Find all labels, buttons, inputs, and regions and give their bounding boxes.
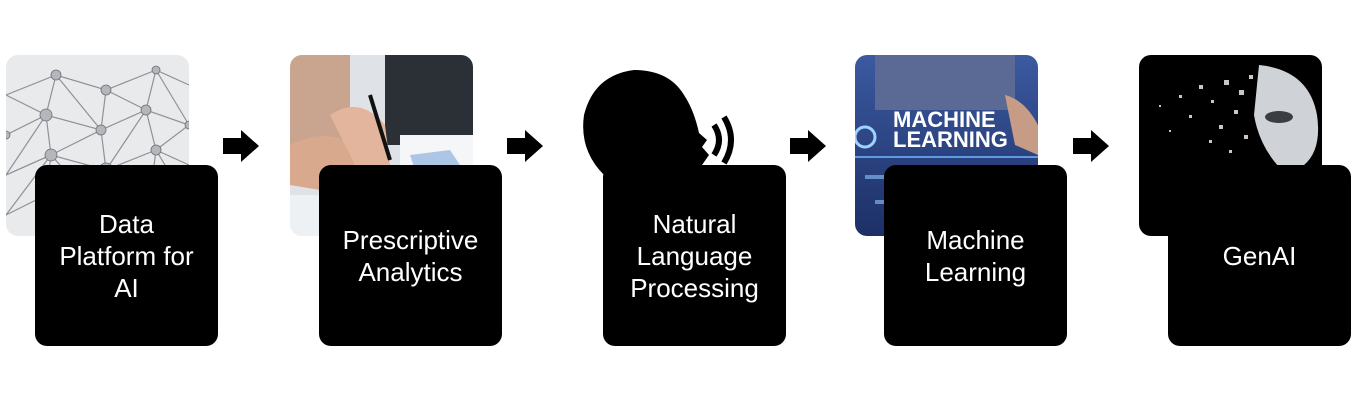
step-label: Data Platform for AI bbox=[59, 208, 194, 303]
step-label: Prescriptive Analytics bbox=[342, 224, 479, 287]
step-card: Machine Learning bbox=[884, 165, 1067, 346]
step-machine-learning: MACHINE LEARNING Machine Learning bbox=[855, 0, 1105, 400]
step-card: Natural Language Processing bbox=[603, 165, 786, 346]
step-data-platform: Data Platform for AI bbox=[6, 0, 256, 400]
step-card: Prescriptive Analytics bbox=[319, 165, 502, 346]
step-prescriptive-analytics: Prescriptive Analytics bbox=[290, 0, 540, 400]
step-label: GenAI bbox=[1222, 240, 1297, 271]
arrow-right-icon bbox=[1073, 128, 1109, 164]
step-genai: GenAI bbox=[1139, 0, 1364, 400]
step-card: Data Platform for AI bbox=[35, 165, 218, 346]
step-nlp: Natural Language Processing bbox=[574, 0, 824, 400]
arrow-right-icon bbox=[507, 128, 543, 164]
arrow-right-icon bbox=[790, 128, 826, 164]
ml-banner-line-2: LEARNING bbox=[893, 127, 1008, 152]
step-label: Natural Language Processing bbox=[630, 208, 759, 303]
arrow-right-icon bbox=[223, 128, 259, 164]
step-label: Machine Learning bbox=[924, 224, 1027, 287]
step-card: GenAI bbox=[1168, 165, 1351, 346]
ml-banner-line-1: MACHINE bbox=[893, 107, 996, 132]
